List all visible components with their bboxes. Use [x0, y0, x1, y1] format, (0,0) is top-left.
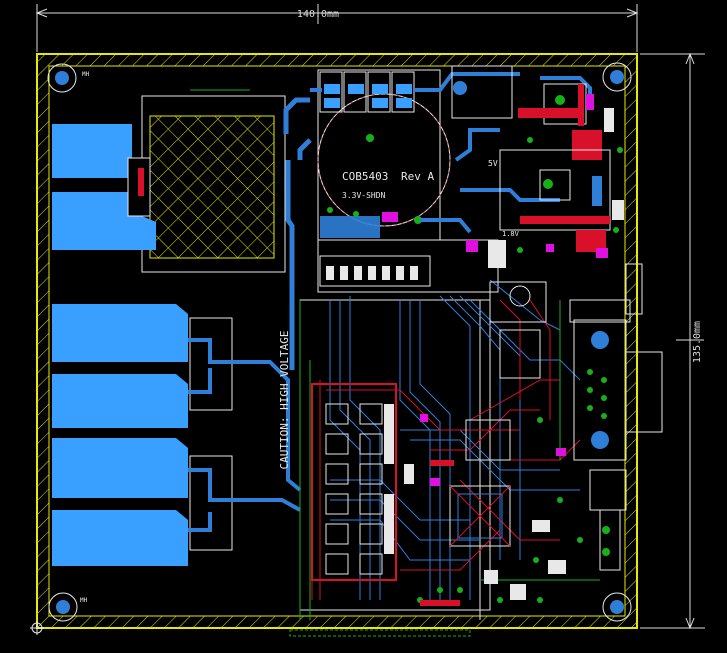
- hv-traces: [283, 97, 312, 370]
- transformer-footprint[interactable]: [141, 89, 286, 273]
- secondary-ic[interactable]: [465, 281, 547, 461]
- pads-magenta: [420, 244, 566, 486]
- mount-hole-label-bl: MH: [80, 597, 88, 604]
- height-dimension-label: 135.0mm: [692, 321, 703, 363]
- width-dimension-label: 140.0mm: [297, 9, 339, 20]
- mount-hole-bottom-right[interactable]: [602, 592, 632, 622]
- vias: [327, 137, 623, 603]
- pads-red: [420, 460, 460, 606]
- board-name: COB5403: [342, 170, 388, 183]
- power-section-mid[interactable]: [466, 149, 624, 268]
- rail-label-3v3: 3.3V-SHDN: [342, 191, 386, 200]
- relay-driver-stack[interactable]: [311, 383, 397, 581]
- microcontroller[interactable]: [449, 485, 511, 547]
- dimension-lines: [35, 4, 705, 630]
- relay-output-traces: [188, 338, 302, 532]
- regulator-area[interactable]: [451, 65, 614, 160]
- mount-hole-label-tl: MH: [82, 71, 90, 78]
- mount-hole-bottom-left[interactable]: [48, 592, 78, 622]
- diode-bridge[interactable]: [319, 71, 415, 113]
- mounting-holes: [47, 62, 632, 622]
- high-voltage-warning: CAUTION: HIGH VOLTAGE: [278, 330, 291, 469]
- mount-hole-top-left[interactable]: [47, 63, 77, 93]
- bottom-silkscreen-strip: [289, 629, 471, 637]
- header-connector[interactable]: [319, 212, 431, 287]
- relay-pads-group[interactable]: [52, 304, 188, 566]
- origin-marker: [30, 621, 44, 635]
- board-revision: Rev A: [401, 170, 434, 183]
- right-connector[interactable]: [569, 263, 663, 571]
- rail-label-5v: 5V: [488, 159, 498, 168]
- rail-label-1v8: 1.8V: [502, 230, 520, 238]
- board-part-number: COB5403 Rev A: [342, 170, 434, 183]
- mount-hole-top-right[interactable]: [602, 62, 632, 92]
- pads-white: [404, 464, 566, 600]
- copper-pour-top-group[interactable]: [52, 124, 156, 250]
